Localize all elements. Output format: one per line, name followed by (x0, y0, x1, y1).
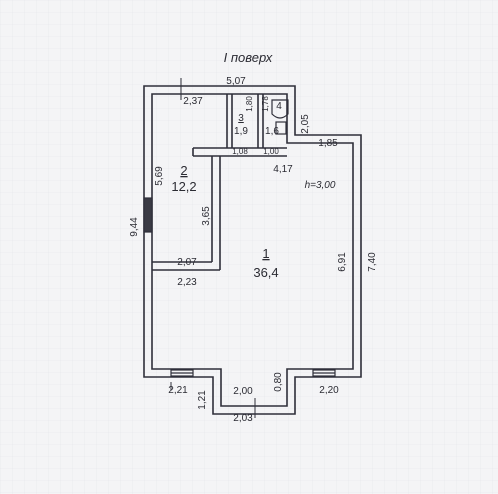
dim-room4-height: 1,78 (261, 96, 270, 112)
fixtures (271, 99, 289, 135)
dim-top-width: 5,07 (226, 76, 246, 87)
dim-partition-height: 3,65 (201, 206, 212, 226)
dim-bottom-left: 2,21 (168, 385, 188, 396)
dim-right-height: 7,40 (367, 252, 378, 272)
room-4-area: 1,6 (265, 126, 279, 137)
partition-top (192, 147, 287, 157)
floor-title: I поверх (224, 50, 273, 65)
outer-wall-outer-line (143, 85, 362, 415)
room-2-area: 12,2 (171, 179, 196, 194)
walls (143, 85, 362, 415)
dim-bottom-right: 2,20 (319, 385, 339, 396)
window-left (143, 197, 153, 233)
dim-room2-bottom: 2,07 (177, 257, 197, 268)
room-1-area: 36,4 (253, 265, 278, 280)
sink-icon (275, 121, 287, 135)
dim-total-height: 9,44 (129, 217, 140, 237)
dim-right-offset: 1,85 (318, 138, 338, 149)
toilet-icon (271, 99, 289, 119)
dim-room1-top: 4,17 (273, 164, 293, 175)
dim-room3-height: 1,80 (245, 96, 254, 112)
dim-entrance-side: 0,80 (273, 372, 284, 392)
partition-room2-bottom (152, 261, 220, 271)
dim-room1-left-bottom: 2,23 (177, 277, 197, 288)
partition-room3 (226, 94, 233, 148)
room-3-number: 3 (238, 113, 244, 124)
room-1-number: 1 (262, 246, 269, 261)
dim-entrance-depth: 1,21 (197, 390, 208, 410)
partition-room4 (257, 94, 264, 148)
windows (143, 197, 336, 377)
outer-wall-inner-line (151, 93, 354, 407)
dim-right-step: 2,05 (300, 114, 311, 134)
dim-room1-height: 6,91 (337, 252, 348, 272)
ceiling-height: h=3,00 (305, 180, 336, 191)
room-2-number: 2 (180, 163, 187, 178)
dim-room3-width: 1,08 (232, 147, 248, 156)
dim-room2-top: 2,37 (183, 96, 203, 107)
partition-vertical (211, 156, 221, 270)
room-4-number: 4 (276, 101, 282, 112)
dimension-ticks (170, 78, 256, 418)
dim-room2-height: 5,69 (154, 166, 165, 186)
room-3-area: 1,9 (234, 126, 248, 137)
dim-entrance-inner: 2,00 (233, 386, 253, 397)
dim-entrance-width: 2,03 (233, 413, 253, 424)
dim-room4-width: 1,00 (263, 147, 279, 156)
